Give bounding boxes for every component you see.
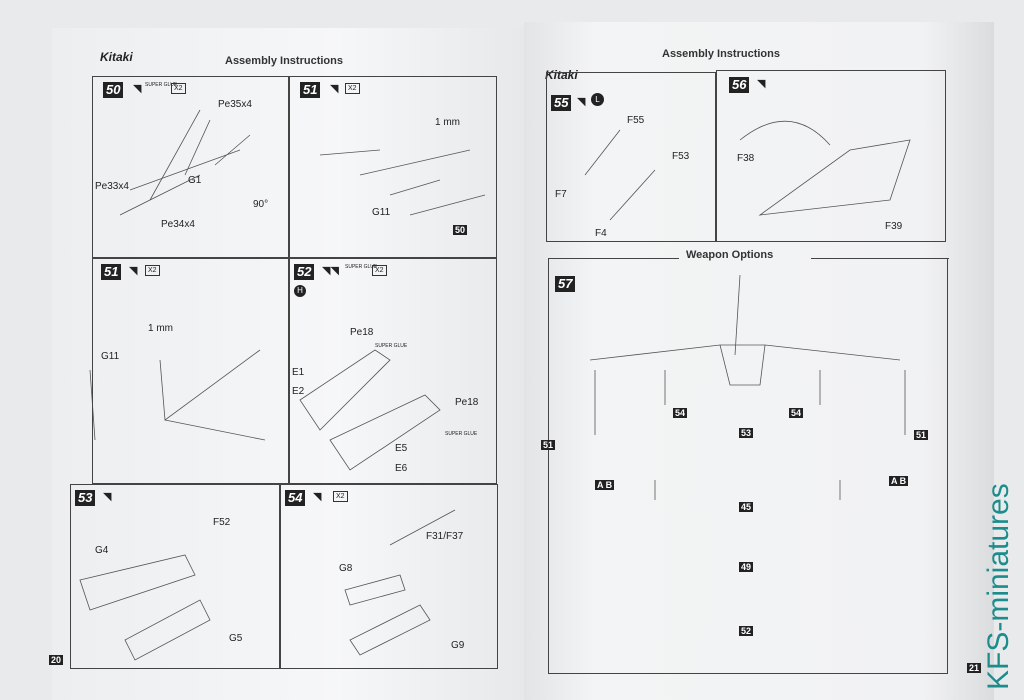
quantity-badge: X2: [145, 265, 160, 276]
part-label: E6: [395, 463, 408, 474]
step-number: 53: [75, 490, 96, 506]
part-label: G4: [95, 545, 109, 556]
part-label: G11: [101, 351, 120, 362]
part-label: F52: [213, 517, 231, 528]
glue-icon: ◥◥: [322, 265, 339, 277]
dimension-label: 1 mm: [148, 323, 173, 334]
part-label: Pe33x4: [95, 181, 129, 192]
aircraft-front-drawing: [589, 274, 901, 386]
step-52-panel: 52 ◥◥ SUPER GLUE X2 H Pe18 SUPER GLUE E1…: [289, 258, 497, 484]
glue-icon: ◥: [103, 491, 112, 503]
part-label: E2: [292, 386, 305, 397]
step-ref: 54: [673, 408, 688, 418]
step-55-panel: 55 ◥ L F55 F53 F7 F4: [546, 72, 716, 242]
step-number: 50: [103, 82, 124, 98]
option-ab-badge: A B: [595, 480, 615, 490]
part-label: F31/F37: [426, 531, 464, 542]
step-53-panel: 53 ◥ F52 G4 G5 20: [49, 484, 280, 669]
fuselage-drawing: [739, 120, 911, 216]
part-label: G8: [339, 563, 353, 574]
part-label: F39: [885, 221, 903, 232]
divider: [549, 258, 679, 259]
step-ref: 45: [739, 502, 754, 512]
step-51-panel: 51 ◥ X2 1 mm G11 50: [289, 76, 497, 258]
weapon-options-panel: Weapon Options 57 54 53 54 51 51 45 49 5…: [541, 249, 982, 674]
glue-icon: ◥: [133, 83, 142, 95]
weapon-options-title: Weapon Options: [686, 249, 774, 261]
part-label: E1: [292, 367, 305, 378]
part-label: G9: [451, 640, 465, 651]
missile-parts-drawing: [119, 109, 251, 216]
option-ab-badge: A B: [889, 476, 909, 486]
quantity-badge: X2: [372, 265, 387, 276]
step-number: 56: [729, 77, 750, 93]
step-ref: 51: [541, 440, 556, 450]
tank-drawing-53: [79, 554, 211, 661]
glue-icon: ◥: [313, 491, 322, 503]
rail-drawing: [319, 149, 486, 216]
part-label: G5: [229, 633, 243, 644]
super-glue-note: SUPER GLUE: [445, 431, 478, 437]
part-label: F4: [595, 228, 607, 239]
kfs-miniatures-watermark: KFS-miniatures: [982, 483, 1015, 690]
paint-l-icon: L: [591, 93, 604, 106]
step-54-panel: 54 ◥ X2 F31/F37 G8 G9: [280, 484, 498, 669]
step-number: 51: [300, 82, 321, 98]
page-title: Assembly Instructions: [662, 48, 780, 60]
part-label: Pe18: [350, 327, 374, 338]
pylon-lines: [594, 370, 906, 500]
glue-icon: ◥: [129, 265, 138, 277]
divider: [811, 258, 949, 259]
step-ref: 54: [789, 408, 804, 418]
step-ref: 52: [739, 626, 754, 636]
angle-label: 90°: [253, 199, 269, 210]
tank-drawing-54: [344, 509, 456, 656]
quantity-badge: X2: [345, 83, 360, 94]
step-ref: 53: [739, 428, 754, 438]
glue-icon: ◥: [330, 83, 339, 95]
quantity-badge: X2: [171, 83, 186, 94]
step-50-panel: 50 ◥ SUPER GLUE X2 Pe35x4 Pe33x4 G1 Pe34…: [92, 76, 289, 258]
kitaki-logo: Kitaki: [100, 50, 133, 64]
dimension-label: 1 mm: [435, 117, 460, 128]
step-number: 52: [294, 264, 315, 280]
step-number: 54: [285, 490, 306, 506]
gear-legs-drawing: [584, 129, 656, 221]
part-label: G1: [188, 175, 202, 186]
page-number: 21: [967, 663, 982, 673]
super-glue-label: SUPER GLUE: [145, 82, 178, 88]
step-number: 51: [101, 264, 122, 280]
page-title: Assembly Instructions: [225, 55, 343, 67]
part-label: G11: [372, 207, 391, 218]
part-label: E5: [395, 443, 408, 454]
quantity-badge: X2: [333, 491, 348, 502]
paint-h-icon: H: [294, 285, 306, 297]
step-number: 55: [551, 95, 572, 111]
part-label: F7: [555, 189, 567, 200]
part-label: Pe35x4: [218, 99, 252, 110]
step-51b-panel: 51 ◥ X2 1 mm G11: [92, 258, 289, 484]
right-page: [524, 22, 994, 700]
step-ref: 51: [914, 430, 929, 440]
part-label: F53: [672, 151, 690, 162]
step-number: 57: [555, 276, 576, 292]
glue-icon: ◥: [577, 96, 586, 108]
step-ref: 49: [739, 562, 754, 572]
part-label: Pe34x4: [161, 219, 195, 230]
kitaki-logo: Kitaki: [545, 68, 578, 82]
super-glue-note: SUPER GLUE: [375, 343, 408, 349]
part-label: F55: [627, 115, 645, 126]
glue-icon: ◥: [757, 78, 766, 90]
step-ref: 50: [453, 225, 468, 235]
part-label: Pe18: [455, 397, 479, 408]
left-page: [52, 28, 528, 700]
super-glue-label: SUPER GLUE: [345, 264, 378, 270]
part-label: F38: [737, 153, 755, 164]
pod-drawing: [299, 349, 441, 471]
page-number: 20: [49, 655, 64, 665]
step-56-panel: 56 ◥ F38 F39: [716, 70, 946, 242]
